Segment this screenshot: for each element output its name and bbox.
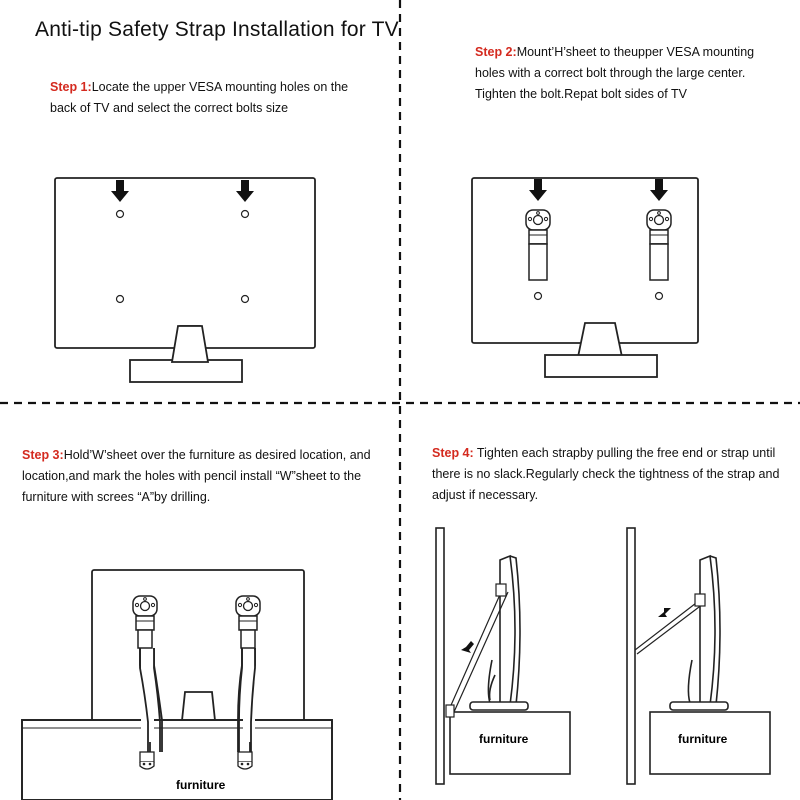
- step-1-text: Locate the upper VESA mounting holes on …: [50, 80, 349, 115]
- step-3-illustration: [21, 569, 333, 800]
- step-4-left-furniture-caption: furniture: [479, 732, 529, 746]
- step-4-label: Step 4:: [432, 446, 474, 460]
- step-4-left-illustration: [435, 527, 571, 785]
- step-3-instruction: Step 3:Hold’W’sheet over the furniture a…: [22, 445, 392, 508]
- step-2-instruction: Step 2:Mount’H’sheet to theupper VESA mo…: [475, 42, 775, 105]
- step-1-instruction: Step 1:Locate the upper VESA mounting ho…: [50, 77, 360, 119]
- step-1-label: Step 1:: [50, 80, 92, 94]
- step-4-right-furniture-caption: furniture: [678, 732, 728, 746]
- step-2-text: Mount’H’sheet to theupper VESA mounting …: [475, 45, 755, 101]
- step-4-left-arrow-icon: [461, 641, 474, 653]
- step-1-tv-illustration: [54, 177, 316, 383]
- step-3-w-bracket-left: [139, 751, 155, 770]
- page-title: Anti-tip Safety Strap Installation for T…: [35, 18, 399, 41]
- step-4-text: Tighten each strapby pulling the free en…: [432, 446, 780, 502]
- step-3-text: Hold’W’sheet over the furniture as desir…: [22, 448, 371, 504]
- step-4-right-arrow-icon: [658, 608, 671, 617]
- step-3-label: Step 3:: [22, 448, 64, 462]
- step-4-instruction: Step 4: Tighten each strapby pulling the…: [432, 443, 787, 506]
- step-3-furniture-caption: furniture: [176, 778, 226, 792]
- step-2-label: Step 2:: [475, 45, 517, 59]
- step-4-right-illustration: [626, 527, 771, 785]
- step-3-w-bracket-right: [237, 751, 253, 770]
